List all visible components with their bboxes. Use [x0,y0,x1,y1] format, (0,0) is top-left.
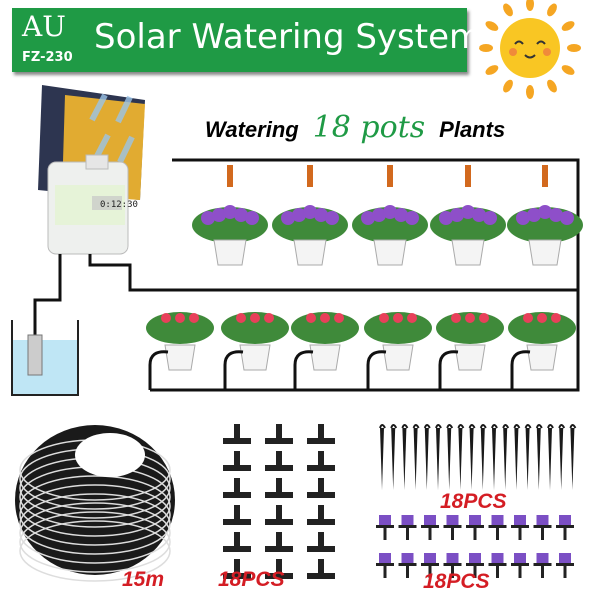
stake [536,428,541,490]
dripper [466,515,484,540]
dripper [421,553,439,578]
tee-connector [265,451,293,471]
potted-plant-top [272,165,348,266]
dripper [511,515,529,540]
stake [447,428,452,490]
tee-connector [265,478,293,498]
tee-connector [223,451,251,471]
headline-left: Watering [205,117,299,142]
potted-plant-top [507,165,583,266]
sun-icon [479,0,581,99]
stake [413,428,418,490]
stake [525,428,530,490]
dripper [443,553,462,578]
potted-plant-bottom [436,312,504,390]
stake [492,428,496,490]
dripper [556,515,574,540]
dripper [488,515,507,540]
stake [424,428,429,490]
tee-connector [307,451,335,471]
tee-connector [265,532,293,552]
stake [402,428,407,490]
tee-connector [223,559,251,579]
stake [514,428,519,490]
tee-connector [307,505,335,525]
potted-plant-bottom [508,312,576,390]
dripper [398,553,417,578]
tubing-label: 15m [122,568,165,591]
potted-plant-bottom [291,312,359,390]
stake [548,428,552,490]
model-number: FZ-230 [22,50,73,65]
tee-label: 18PCS [218,568,285,591]
dripper [533,515,552,540]
stake [469,428,474,490]
dripper [443,515,462,540]
stake [436,428,440,490]
tee-connector [265,505,293,525]
dripper [398,515,417,540]
brand-logo: AU [22,10,66,43]
drip-tubing-line [33,158,580,392]
tee-connector [307,478,335,498]
dripper [376,553,394,578]
headline-right: Plants [439,117,506,142]
dripper [556,553,574,578]
tee-connector [265,559,293,579]
banner-title: Solar Watering System [94,17,483,57]
title-banner: AU FZ-230 Solar Watering System [12,8,482,72]
drippers-label: 18PCS [423,570,490,593]
potted-plant-top [352,165,428,266]
potted-plant-top [430,165,506,266]
water-tank [11,320,79,396]
dripper [488,553,507,578]
tee-connector [223,478,251,498]
potted-plant-bottom [364,312,432,390]
tee-connector [307,559,335,579]
dripper [511,553,529,578]
tee-connector [223,532,251,552]
tee-connector [223,424,251,444]
dripper [376,515,394,540]
stake [570,428,575,490]
headline-highlight: 18 pots [312,110,426,145]
stake [503,428,508,490]
stake [391,428,396,490]
tee-connector [223,505,251,525]
stakes-label: 18PCS [440,490,507,513]
dripper [533,553,552,578]
controller-display: 0:12:30 [100,200,138,210]
tubing-coil [15,425,175,582]
potted-plant-bottom [146,312,214,390]
stake [559,428,564,490]
dripper [421,515,439,540]
dripper [466,553,484,578]
controller-device [47,154,129,255]
stake [480,428,485,490]
potted-plant-top [192,165,268,266]
stake [380,428,384,490]
potted-plant-bottom [221,312,289,390]
headline: Watering 18 pots Plants [205,110,505,145]
tee-connector [307,424,335,444]
tee-connector [265,424,293,444]
stake [458,428,463,490]
tee-connector [307,532,335,552]
